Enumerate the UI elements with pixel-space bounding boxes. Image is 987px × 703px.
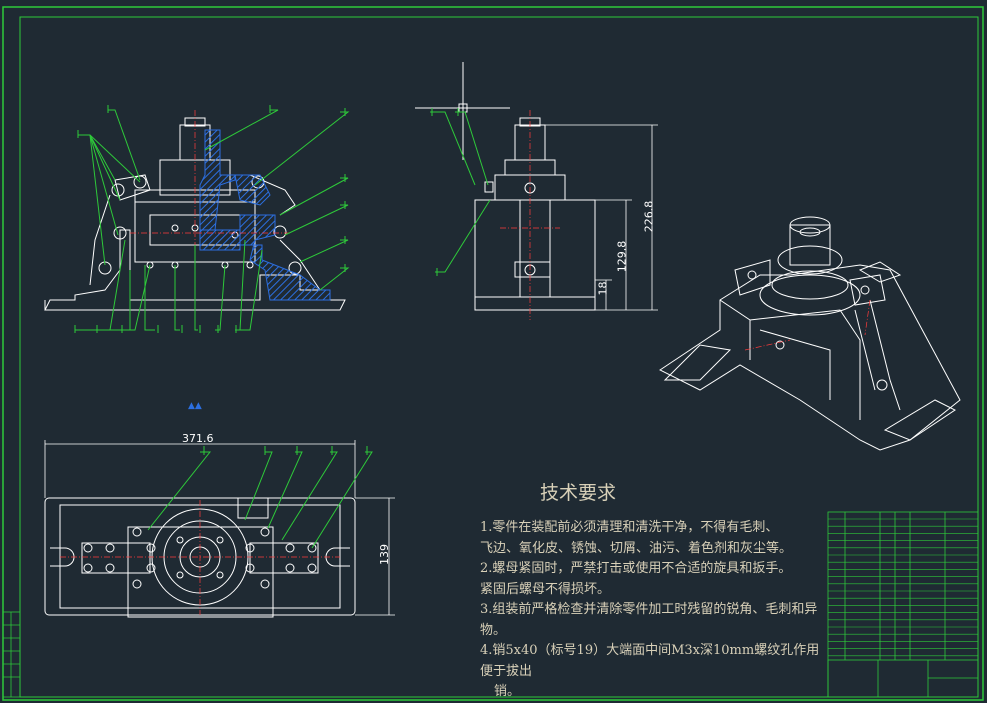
dimension-height-mid: 129.8 (615, 240, 629, 273)
view-symbol: ▲▲ (188, 401, 202, 411)
requirement-line: 2.螺母紧固时，严禁打击或使用不合适的旋具和扳手。 (480, 561, 792, 576)
balloon-ticks-front (74, 105, 346, 333)
top-dimension-lines (44, 440, 395, 616)
center-lines-iso (744, 299, 871, 351)
dimension-height-total: 226.8 (642, 200, 656, 233)
requirement-line: 4.销5x40（标号19）大端面中间M3x深10mm螺纹孔作用便于拔出 (480, 643, 820, 679)
title-block (827, 511, 979, 698)
top-view-bolts (83, 527, 317, 589)
requirement-line: 1.零件在装配前必须清理和清洗干净，不得有毛刺、 (480, 520, 779, 535)
dimension-width-top: 371.6 (182, 432, 214, 445)
balloon-ticks-top (203, 446, 368, 455)
outer-border (2, 6, 984, 701)
dimension-height-low: 18 (596, 281, 610, 296)
section-hatch (199, 129, 331, 301)
leader-lines-top (147, 451, 373, 549)
left-margin-table (2, 611, 21, 698)
tech-requirements-list: 1.零件在装配前必须清理和清洗干净，不得有毛刺、 飞边、氧化皮、锈蚀、切屑、油污… (480, 518, 825, 703)
dimension-side-width: 139 (378, 544, 391, 565)
leader-lines-front (75, 109, 350, 331)
leader-lines-side (430, 111, 491, 273)
balloon-ticks-side (431, 108, 459, 276)
side-view (474, 117, 596, 311)
center-lines-side (500, 110, 560, 320)
side-dimension-lines (545, 124, 658, 311)
requirement-line: 销。 (494, 684, 521, 699)
requirement-line: 紧固后螺母不得损坏。 (480, 581, 611, 597)
isometric-view (659, 216, 961, 451)
center-lines-top (60, 500, 340, 615)
requirement-line: 飞边、氧化皮、锈蚀、切屑、油污、着色剂和灰尘等。 (480, 540, 793, 556)
inner-border (19, 16, 979, 698)
center-lines-front (130, 110, 290, 320)
title-block-rows (828, 518, 978, 657)
requirement-line: 3.组装前严格检查并清除零件加工时残留的锐角、毛刺和异物。 (480, 602, 818, 638)
crosshair-cursor (415, 62, 510, 160)
tech-requirements-title: 技术要求 (540, 482, 617, 504)
